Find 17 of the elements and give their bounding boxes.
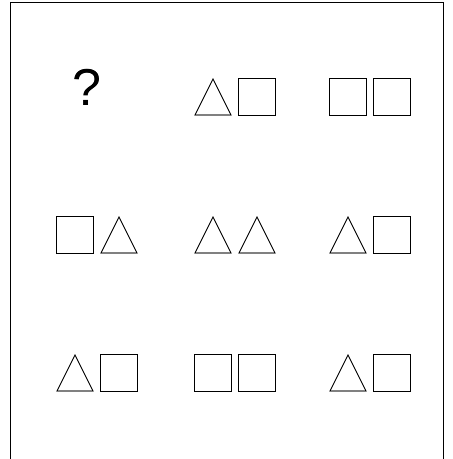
square-shape xyxy=(100,354,138,392)
triangle-shape xyxy=(329,354,367,392)
triangle-shape xyxy=(194,216,232,254)
square-shape xyxy=(373,78,411,116)
square-shape xyxy=(238,354,276,392)
square-shape xyxy=(329,78,367,116)
square-shape xyxy=(56,216,94,254)
square-shape xyxy=(194,354,232,392)
triangle-shape xyxy=(329,216,367,254)
square-shape xyxy=(373,354,411,392)
triangle-shape xyxy=(194,78,232,116)
square-shape xyxy=(373,216,411,254)
triangle-shape xyxy=(238,216,276,254)
square-shape xyxy=(238,78,276,116)
triangle-shape xyxy=(56,354,94,392)
question-mark: ? xyxy=(72,62,101,114)
triangle-shape xyxy=(100,216,138,254)
